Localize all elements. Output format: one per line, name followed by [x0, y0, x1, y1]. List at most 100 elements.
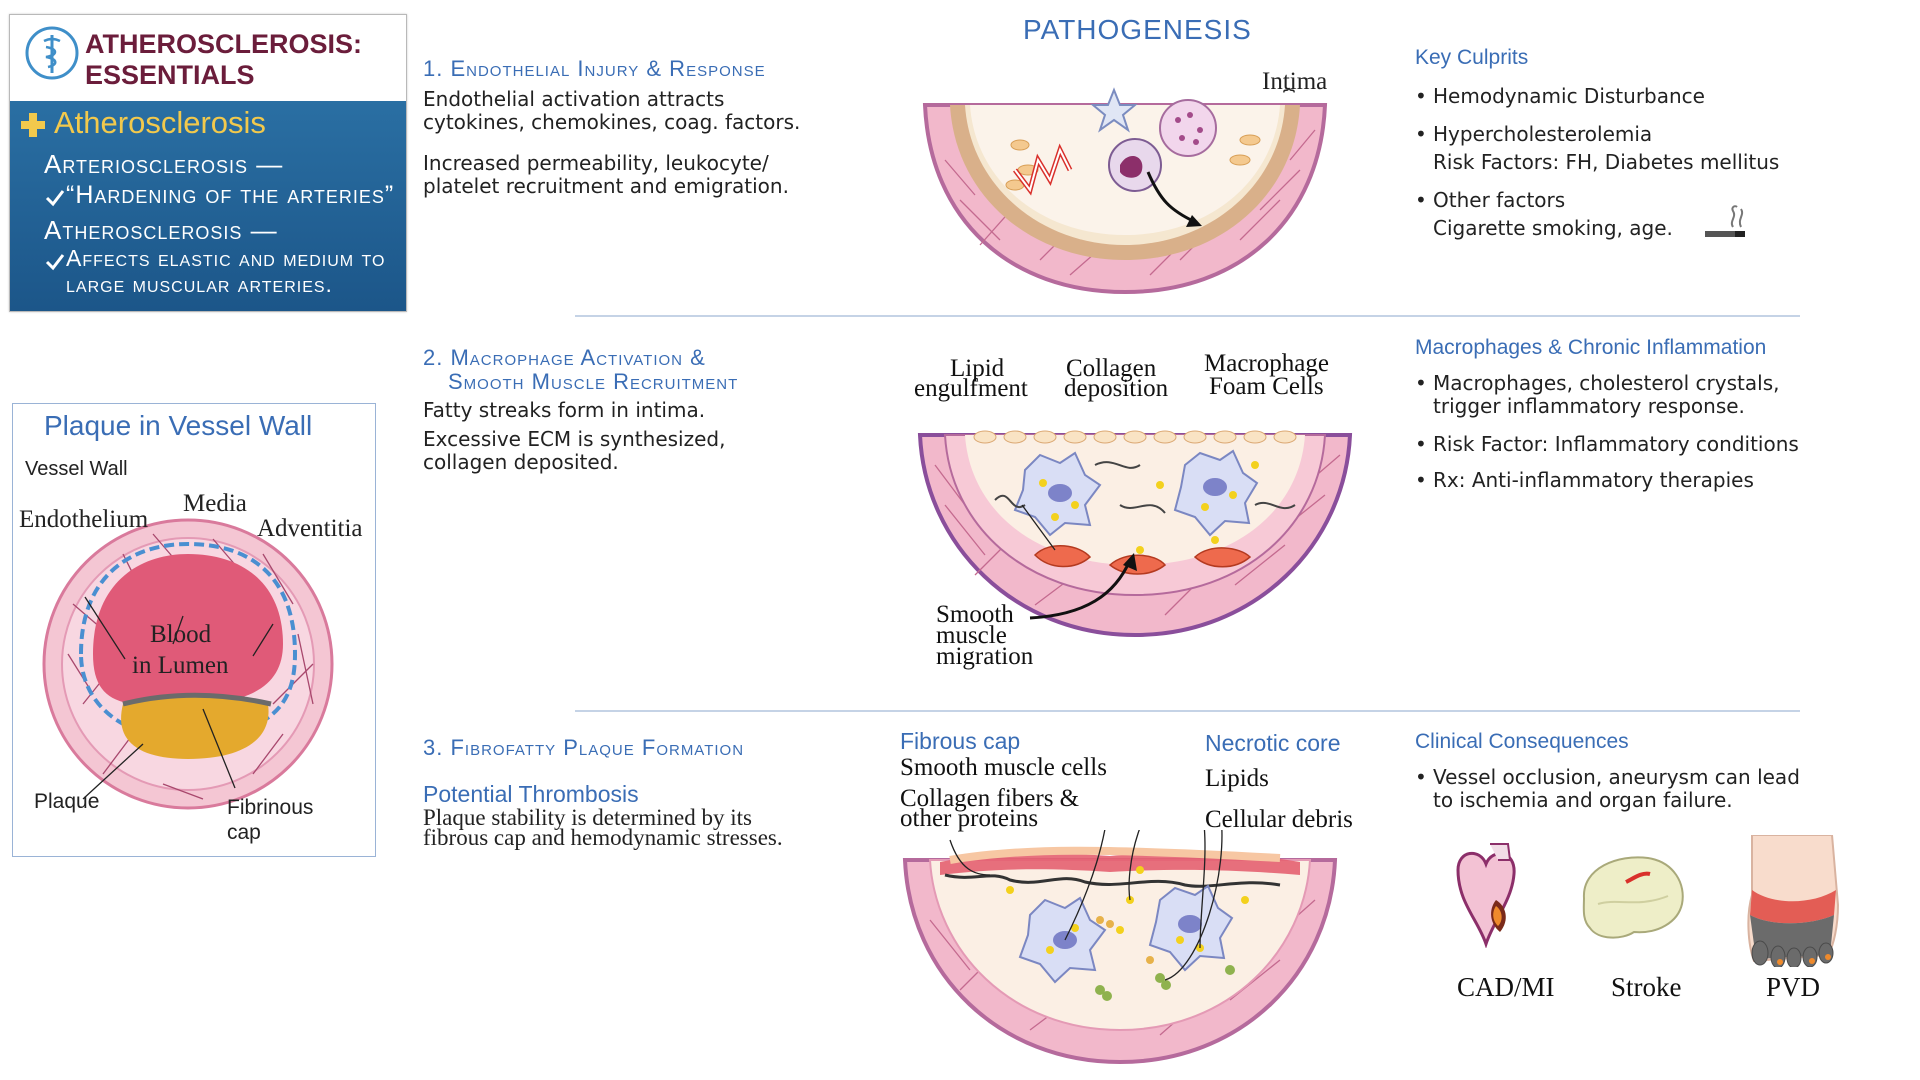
culprit-line1: Hemodynamic Disturbance [1433, 84, 1705, 108]
checkmark-icon [45, 190, 65, 207]
adventitia-label: Adventitia [257, 515, 363, 542]
step1-text-2-line2: platelet recruitment and emigration. [423, 174, 789, 198]
card-line-2: “Hardening of the arteries” [66, 181, 395, 209]
macrophages-heading: Macrophages & Chronic Inflammation [1415, 336, 1767, 359]
foot-icon [1747, 835, 1840, 967]
collagen-fibers-label-line1: Collagen fibers & [900, 785, 1080, 812]
key-culprits-heading: Key Culprits [1415, 46, 1529, 69]
macrophage-line1: Rx: Anti-inflammatory therapies [1433, 468, 1754, 492]
step1-text-1-line1: Endothelial activation attracts [423, 87, 725, 111]
step3-vessel-diagram [902, 830, 1338, 1065]
vessel-wall-label: Vessel Wall [25, 458, 128, 480]
card-line-4: Affects elastic and medium to [66, 245, 386, 271]
step2-text-2-line1: Excessive ECM is synthesized, [423, 427, 726, 451]
collagen-label-line1: Collagen [1066, 355, 1157, 382]
macrophage-item: Risk Factor: Inflammatory conditions [1415, 430, 1885, 458]
step3-text-line1: Plaque stability is determined by its [423, 805, 752, 830]
card-line-5: large muscular arteries. [66, 271, 333, 297]
plus-icon [21, 113, 45, 137]
culprit-item: Hemodynamic Disturbance [1415, 82, 1855, 110]
heart-icon [1456, 843, 1516, 948]
fibrous-cap-label: Fibrous cap [900, 728, 1021, 754]
pathogenesis-heading: PATHOGENESIS [1023, 14, 1252, 45]
blood-label-line2: in Lumen [132, 652, 229, 679]
plaque-panel: Plaque in Vessel Wall Vessel Wall Endoth… [12, 403, 376, 857]
title-card: ATHEROSCLEROSIS: ESSENTIALS Atherosclero… [9, 14, 407, 312]
step1-text-2-line1: Increased permeability, leukocyte/ [423, 151, 769, 175]
collagen-fibers-label-line2: other proteins [900, 805, 1039, 832]
step1-heading: 1. Endothelial Injury & Response [423, 56, 766, 81]
step2-text-1: Fatty streaks form in intima. [423, 398, 706, 422]
smooth-cells-label: Smooth muscle cells [900, 754, 1107, 781]
macrophage-label-line1: Macrophage [1204, 350, 1329, 377]
key-culprits-list: Hemodynamic Disturbance Hypercholesterol… [1415, 82, 1855, 242]
fibrinous-label-line2: cap [227, 821, 261, 844]
step3-subheading: Potential Thrombosis [423, 781, 639, 807]
card-heading: Atherosclerosis [54, 105, 266, 140]
caduceus-icon [25, 26, 79, 80]
culprit-line2: Cigarette smoking, age. [1433, 216, 1673, 240]
lipid-label-line1: Lipid [950, 355, 1005, 382]
media-label: Media [183, 490, 247, 517]
clinical-heading: Clinical Consequences [1415, 730, 1629, 753]
step2-text-2-line2: collagen deposited. [423, 450, 619, 474]
macrophages-list: Macrophages, cholesterol crystals,trigge… [1415, 372, 1885, 495]
clinical-line2: to ischemia and organ failure. [1433, 788, 1733, 812]
step3-text-line2: fibrous cap and hemodynamic stresses. [423, 825, 783, 850]
macrophage-line1: Macrophages, cholesterol crystals, [1433, 371, 1780, 395]
plaque-heading: Plaque in Vessel Wall [44, 410, 313, 441]
stroke-label: Stroke [1611, 972, 1682, 1002]
culprit-line2: Risk Factors: FH, Diabetes mellitus [1433, 150, 1780, 174]
intima-brace: ⏞ [1283, 87, 1295, 111]
lipids-label: Lipids [1205, 765, 1269, 792]
step2-heading-line2: Smooth Muscle Recruitment [448, 369, 739, 394]
checkmark-icon [45, 254, 65, 271]
step1-text-2: Increased permeability, leukocyte/ plate… [423, 152, 789, 198]
cellular-debris-label: Cellular debris [1205, 806, 1353, 833]
intima-label: Intima [1262, 68, 1328, 95]
step1-vessel-diagram [922, 87, 1328, 295]
pvd-label: PVD [1766, 972, 1821, 1002]
cigarette-icon [1705, 205, 1745, 237]
section-divider [575, 710, 1800, 712]
plaque-label: Plaque [34, 790, 100, 813]
smooth-label-line2: muscle [936, 622, 1007, 649]
section-divider [575, 315, 1800, 317]
card-title-line1: ATHEROSCLEROSIS: [85, 29, 363, 59]
card-title-line2: ESSENTIALS [85, 60, 255, 90]
clinical-line1: Vessel occlusion, aneurysm can lead [1433, 765, 1800, 789]
title-header: ATHEROSCLEROSIS: ESSENTIALS [10, 15, 406, 101]
brain-icon [1582, 856, 1684, 939]
card-line-1: Arteriosclerosis — [44, 149, 284, 179]
lipid-label-line2: engulfment [914, 375, 1028, 402]
step3-text: Plaque stability is determined by its fi… [423, 805, 783, 850]
step3-heading: 3. Fibrofatty Plaque Formation [423, 735, 745, 760]
macrophage-label-line2: Foam Cells [1209, 373, 1324, 400]
cad-label: CAD/MI [1457, 972, 1555, 1002]
collagen-label-line2: deposition [1064, 375, 1169, 402]
macrophage-item: Macrophages, cholesterol crystals,trigge… [1415, 372, 1885, 418]
culprit-line1: Hypercholesterolemia [1433, 122, 1653, 146]
step2-text-2: Excessive ECM is synthesized, collagen d… [423, 428, 725, 474]
macrophage-line2: trigger inflammatory response. [1433, 394, 1745, 418]
fibrinous-label-line1: Fibrinous [227, 796, 314, 819]
smooth-label-line3: migration [936, 643, 1034, 670]
step1-text-1: Endothelial activation attracts cytokine… [423, 88, 800, 134]
blood-label-line1: Blood [150, 621, 212, 648]
step1-text-1-line2: cytokines, chemokines, coag. factors. [423, 110, 801, 134]
title-panel: Atherosclerosis Arteriosclerosis — “Hard… [10, 101, 406, 311]
step2-heading-line1: 2. Macrophage Activation & [423, 345, 706, 370]
macrophage-line1: Risk Factor: Inflammatory conditions [1433, 432, 1799, 456]
endothelium-label: Endothelium [19, 506, 149, 533]
necrotic-core-label: Necrotic core [1205, 730, 1341, 756]
macrophage-item: Rx: Anti-inflammatory therapies [1415, 466, 1885, 494]
step2-vessel-diagram [917, 430, 1353, 638]
culprit-line1: Other factors [1433, 188, 1566, 212]
card-line-3: Atherosclerosis — [44, 215, 278, 245]
vessel-cross-section [42, 518, 334, 810]
smooth-label-line1: Smooth [936, 601, 1014, 628]
